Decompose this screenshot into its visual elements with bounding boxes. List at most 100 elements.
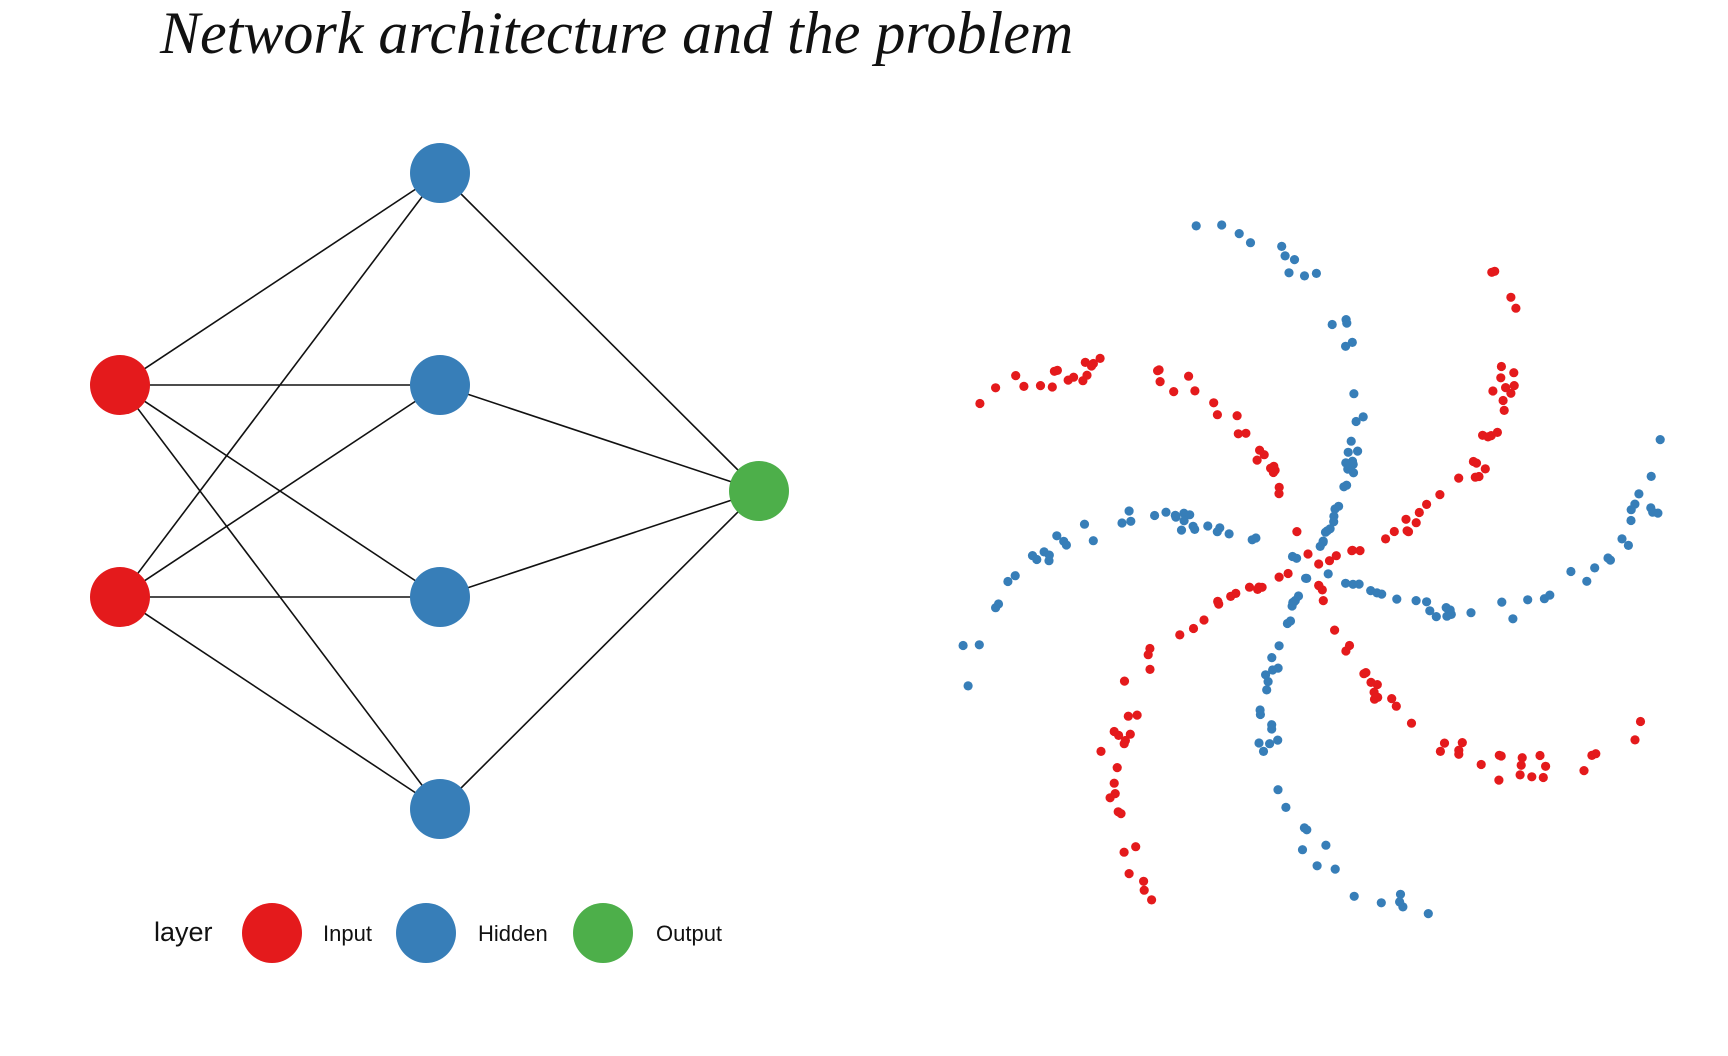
scatter-point-red (1274, 482, 1284, 492)
scatter-point-red (1635, 716, 1646, 727)
scatter-point-blue (1293, 591, 1304, 601)
scatter-point-red (1496, 751, 1506, 761)
scatter-point-red (1347, 545, 1357, 555)
scatter-point-red (1175, 630, 1185, 640)
edge-hidden2-output1 (439, 384, 760, 492)
edge-input2-hidden1 (119, 172, 441, 598)
scatter-point-blue (1203, 521, 1213, 531)
scatter-point-red (1488, 386, 1498, 396)
scatter-point-blue (974, 640, 984, 650)
scatter-point-blue (1302, 825, 1312, 835)
scatter-point-blue (1059, 536, 1069, 546)
scatter-point-blue (1190, 524, 1200, 535)
scatter-point-blue (1254, 738, 1264, 748)
scatter-point-red (1266, 463, 1276, 473)
scatter-point-blue (1623, 540, 1633, 551)
scatter-point-blue (1341, 578, 1351, 588)
input-node-1 (90, 355, 150, 415)
scatter-point-red (1494, 775, 1504, 785)
scatter-point-blue (1258, 746, 1269, 757)
scatter-point-red (1439, 738, 1450, 748)
scatter-point-red (1509, 368, 1519, 378)
scatter-point-red (1086, 361, 1097, 371)
legend-title: layer (154, 917, 213, 947)
scatter-point-red (1511, 303, 1521, 313)
scatter-point-blue (1329, 511, 1339, 521)
scatter-point-blue (1255, 709, 1265, 720)
scatter-point-blue (1358, 412, 1368, 422)
scatter-point-red (1095, 353, 1105, 363)
scatter-point-red (1188, 623, 1199, 634)
scatter-point-blue (1299, 271, 1310, 281)
scatter-point-blue (1289, 255, 1300, 265)
scatter-point-red (1253, 584, 1263, 595)
scatter-point-blue (1347, 337, 1357, 347)
scatter-point-blue (1411, 596, 1421, 606)
scatter-point-red (1389, 526, 1399, 537)
scatter-point-red (1155, 377, 1165, 387)
scatter-point-red (1153, 366, 1163, 376)
scatter-point-red (1241, 428, 1251, 438)
scatter-point-blue (1311, 268, 1321, 278)
scatter-point-red (1579, 766, 1589, 776)
scatter-point-blue (1224, 529, 1234, 539)
scatter-point-red (1387, 694, 1397, 704)
scatter-point-red (1123, 711, 1133, 721)
scatter-point-red (1199, 615, 1209, 625)
scatter-point-blue (1582, 576, 1592, 586)
scatter-point-blue (1320, 527, 1331, 537)
scatter-point-blue (1280, 251, 1290, 261)
scatter-point-blue (1265, 739, 1275, 749)
scatter-point-red (1255, 445, 1265, 455)
scatter-point-blue (1523, 595, 1533, 605)
scatter-point-red (1516, 760, 1526, 770)
scatter-point-red (1063, 375, 1073, 385)
scatter-point-red (1454, 473, 1464, 483)
scatter-point-blue (1010, 571, 1020, 581)
scatter-point-red (1318, 596, 1328, 606)
scatter-point-blue (1124, 506, 1134, 516)
scatter-point-red (1139, 876, 1149, 886)
scatter-point-red (1184, 371, 1194, 381)
scatter-point-red (1119, 676, 1130, 686)
scatter-point-blue (1590, 563, 1600, 573)
scatter-point-blue (1351, 416, 1361, 427)
scatter-point-red (1274, 572, 1284, 582)
scatter-point-blue (1330, 864, 1340, 874)
scatter-point-blue (1346, 436, 1356, 446)
scatter-point-red (1190, 386, 1200, 396)
scatter-point-red (1131, 842, 1141, 852)
scatter-point-red (1109, 778, 1119, 788)
scatter-point-red (1303, 549, 1313, 559)
scatter-point-blue (1323, 569, 1333, 579)
legend-label-input: Input (323, 921, 372, 946)
scatter-point-red (1209, 398, 1219, 408)
scatter-point-red (1096, 746, 1106, 757)
scatter-point-red (1372, 680, 1382, 690)
hidden-node-3 (410, 567, 470, 627)
legend-label-output: Output (656, 921, 722, 946)
scatter-point-red (1119, 847, 1129, 857)
scatter-point-red (1112, 763, 1122, 773)
edge-input2-hidden2 (119, 384, 441, 598)
scatter-point-blue (1315, 541, 1325, 552)
scatter-point-blue (1342, 318, 1352, 328)
scatter-point-red (1454, 745, 1464, 755)
scatter-point-red (1527, 772, 1537, 782)
scatter-point-blue (1027, 551, 1038, 561)
scatter-point-red (1314, 559, 1324, 569)
scatter-point-red (1414, 507, 1424, 518)
scatter-point-red (1169, 387, 1179, 397)
scatter-point-blue (1274, 641, 1284, 651)
scatter-point-red (1314, 580, 1324, 591)
scatter-point-red (1244, 582, 1255, 592)
scatter-point-blue (1185, 510, 1195, 520)
scatter-point-red (1470, 472, 1480, 482)
legend-swatch-input (242, 903, 302, 963)
scatter-point-red (1515, 770, 1525, 780)
scatter-point-blue (1497, 597, 1507, 607)
scatter-point-red (1498, 395, 1508, 406)
scatter-point-blue (1354, 579, 1364, 589)
scatter-point-blue (1321, 840, 1331, 850)
scatter-point-red (1355, 546, 1365, 556)
